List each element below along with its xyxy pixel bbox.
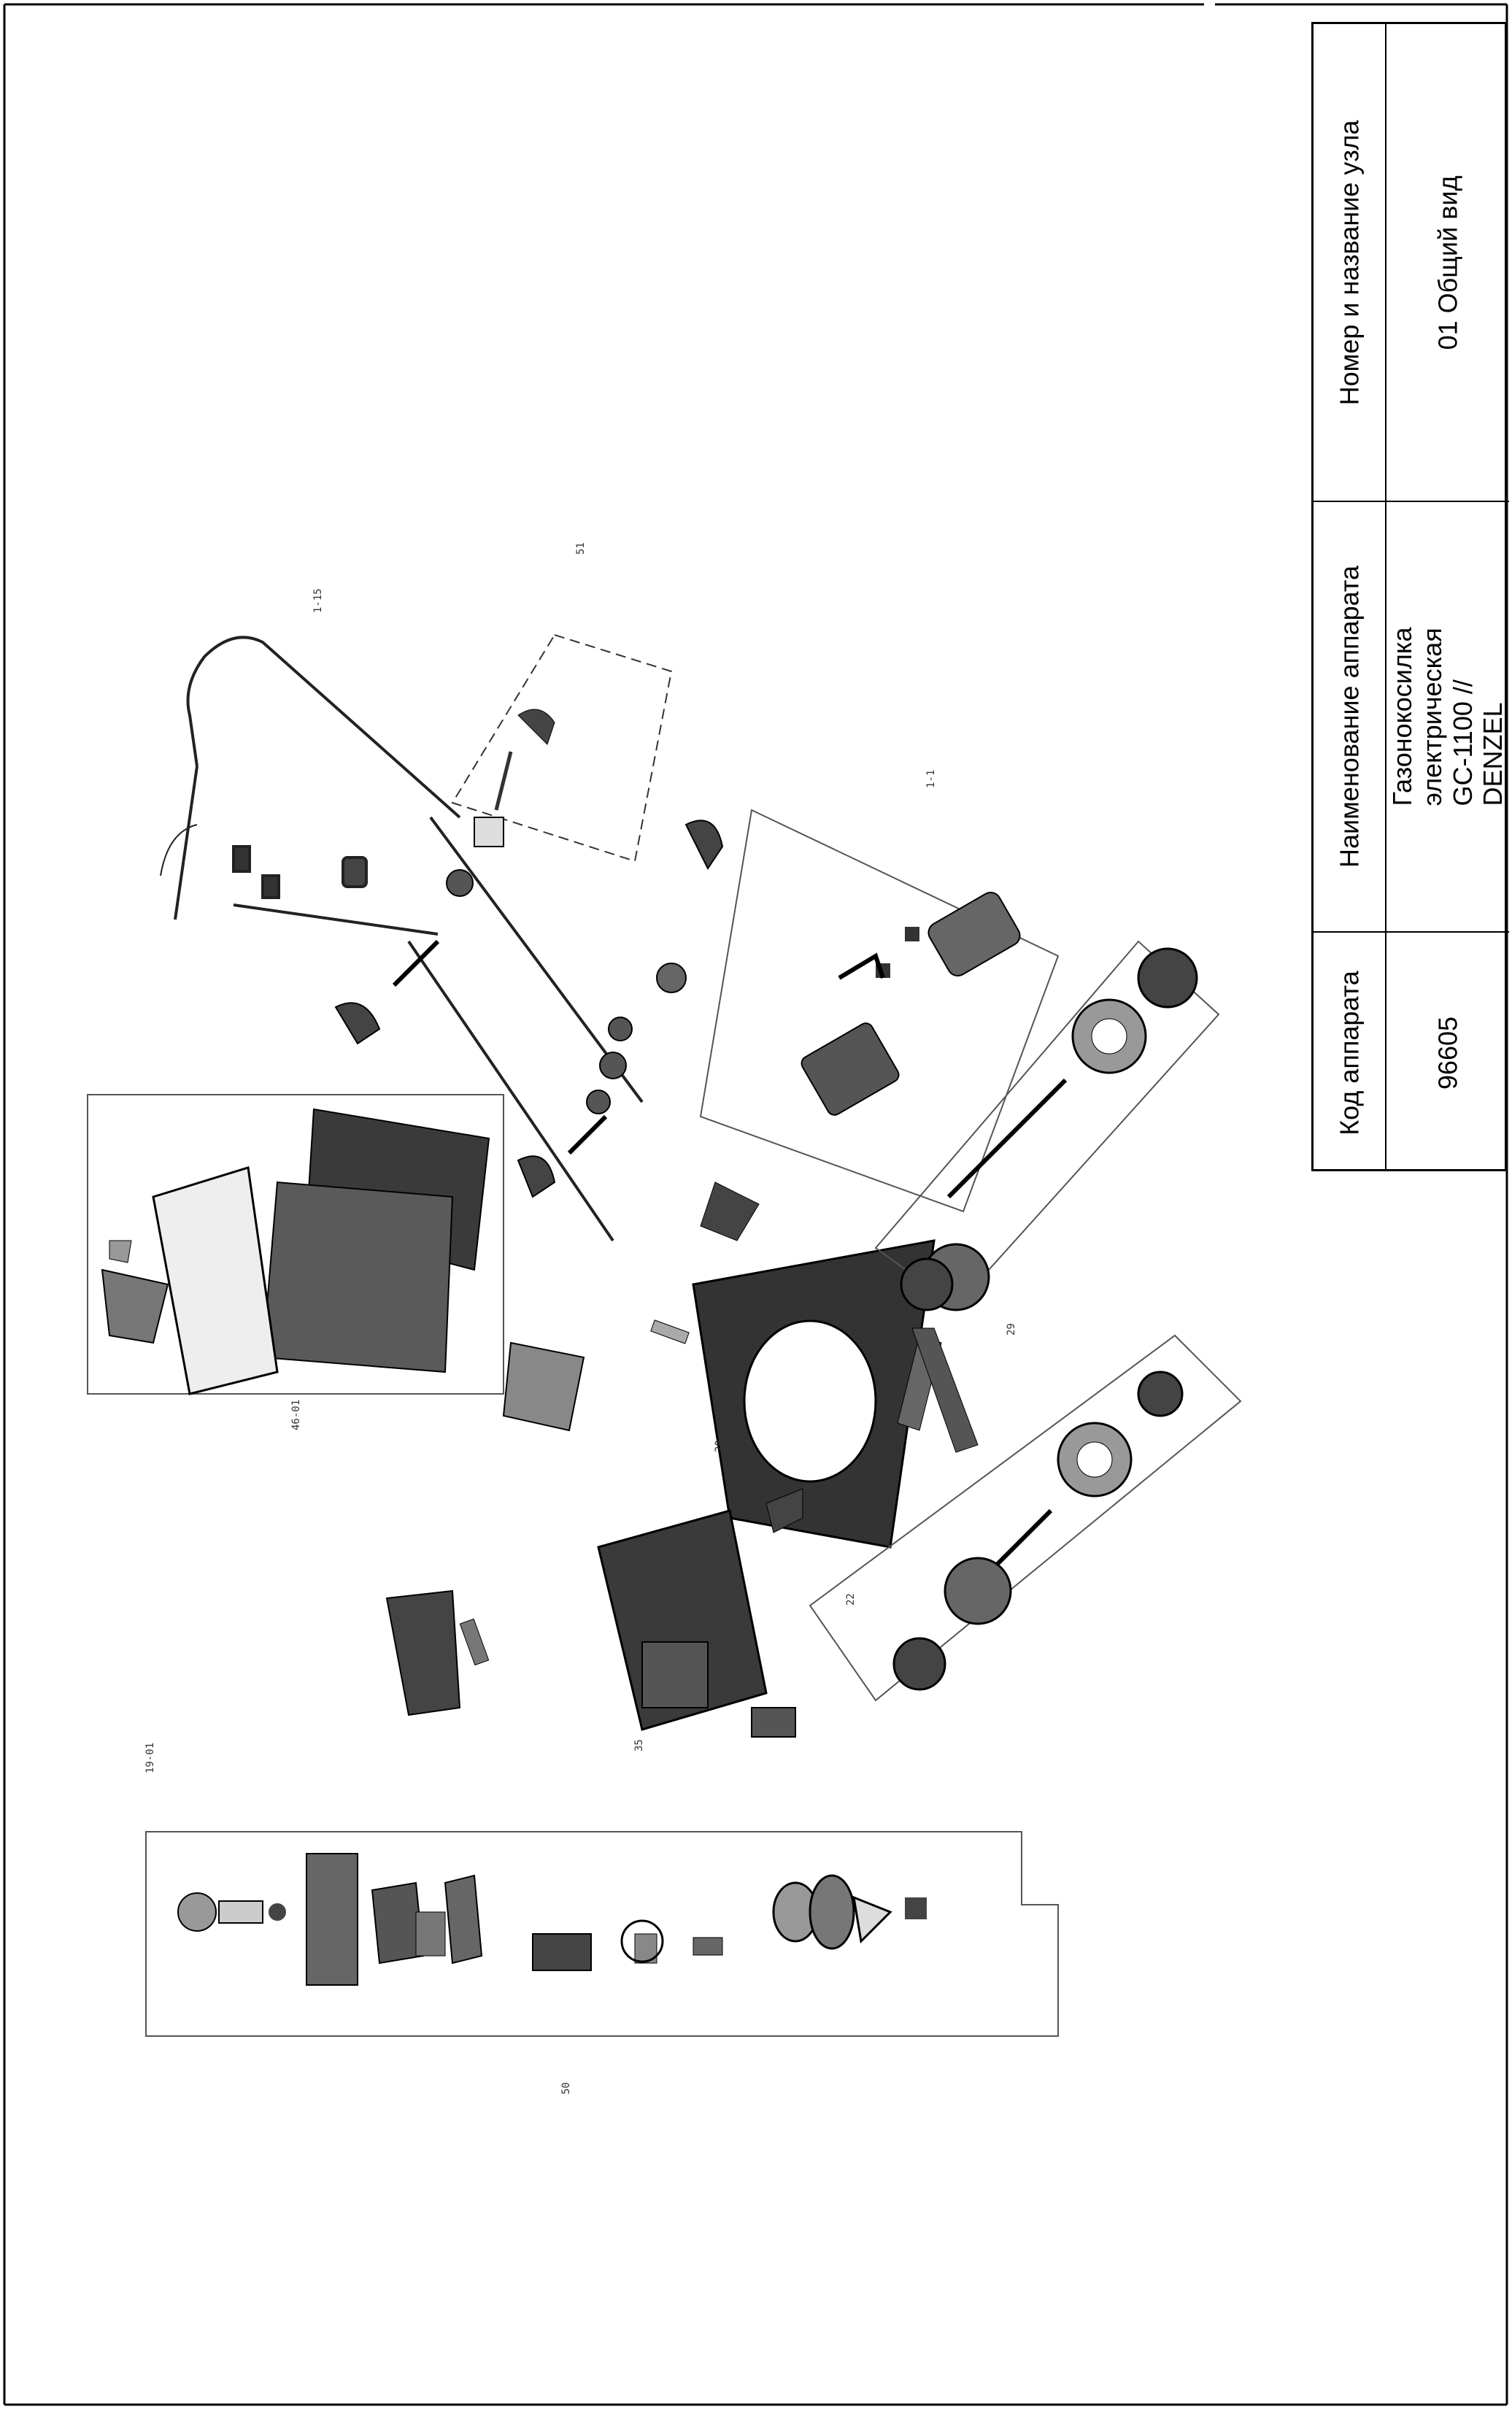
device-code-cell: 96605 [1386,933,1509,1173]
rear-wheels-group [874,940,1220,1311]
switch-box-group [699,809,1060,1213]
callout-deck: 20 [714,1440,725,1452]
front-wheels-group [809,1327,1242,1702]
callout-front-wheels: 22 [845,1593,857,1606]
device-code: 96605 [1432,1016,1463,1090]
title-block-header-column: Номер и название узла Наименование аппар… [1314,24,1386,1169]
handle-mount-hardware [334,820,724,1198]
header-node-cell: Номер и название узла [1314,24,1385,502]
device-name: Газонокосилка электрическая GC-1100 // D… [1387,627,1508,806]
node-name-cell: 01 Общий вид [1386,24,1509,502]
sheet-frame [3,3,1508,2406]
header-code-label: Код аппарата [1334,971,1365,1136]
motor-assembly-group [145,1831,1059,2037]
knob-group [451,633,673,863]
grass-bag-group [87,1094,504,1395]
header-device-cell: Наименование аппарата [1314,502,1385,933]
title-block-value-column: 01 Общий вид Газонокосилка электрическая… [1386,24,1509,1169]
header-code-cell: Код аппарата [1314,933,1385,1173]
callout-bag: 46-01 [290,1400,302,1430]
header-device-label: Наименование аппарата [1334,566,1365,868]
node-name: 01 Общий вид [1432,175,1463,350]
callout-motor-assembly: 50 [560,2082,572,2094]
device-name-cell: Газонокосилка электрическая GC-1100 // D… [1386,502,1509,933]
callout-rear-wheels: 29 [1006,1323,1017,1335]
callout-knob-51: 51 [575,542,587,555]
title-block: Номер и название узла Наименование аппар… [1311,22,1509,1171]
deck-group [502,1182,942,1549]
callout-motor: 19-01 [144,1743,156,1773]
callout-handle: 1-15 [312,588,324,613]
callout-switch: 1-1 [925,770,937,788]
callout-labels: 1-15 51 1-1 46-01 20 29 22 35 19-01 50 [144,542,1017,2094]
motor-cover-group [385,1509,796,1738]
callout-motor-cover: 35 [633,1739,645,1751]
header-node-label: Номер и название узла [1334,120,1365,405]
